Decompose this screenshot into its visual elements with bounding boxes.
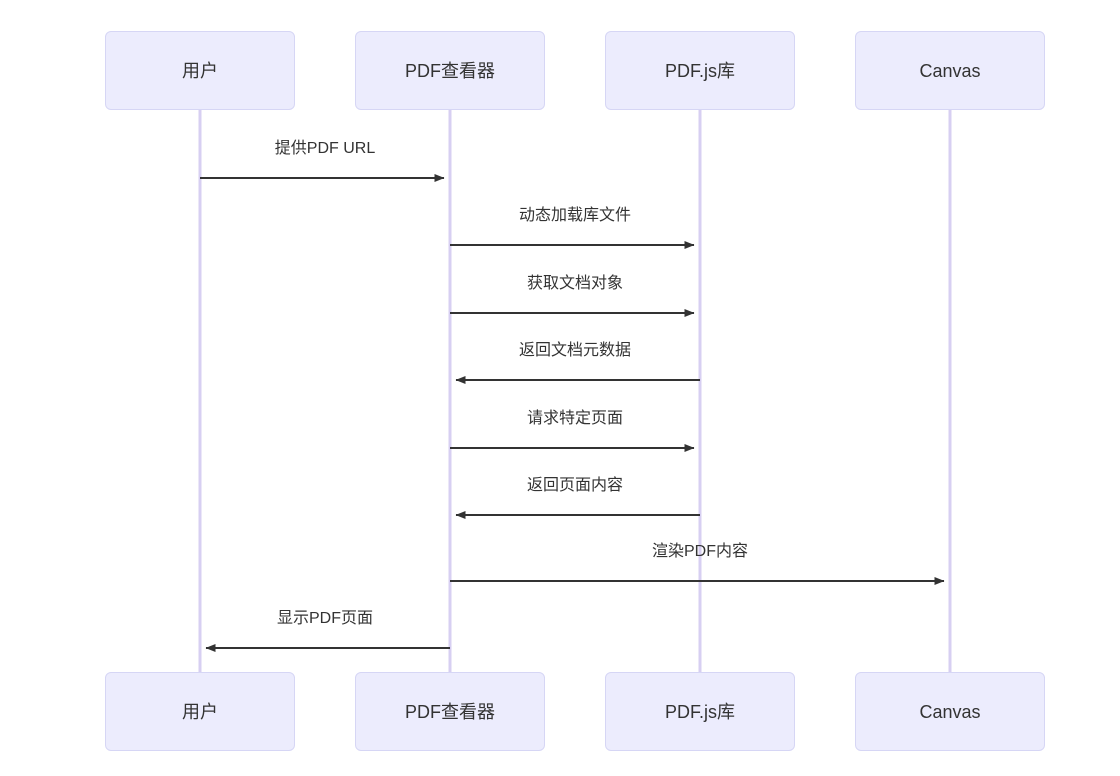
- participant-label: PDF查看器: [405, 701, 495, 722]
- participant-box-top-pdfjs[interactable]: PDF.js库: [605, 31, 795, 110]
- message-label-4: 返回文档元数据: [518, 342, 632, 359]
- participant-box-bottom-viewer[interactable]: PDF查看器: [355, 672, 545, 751]
- participant-box-bottom-canvas[interactable]: Canvas: [855, 672, 1045, 751]
- message-arrows: [200, 174, 945, 652]
- message-label-7: 渲染PDF内容: [651, 543, 749, 560]
- participant-label: Canvas: [919, 60, 981, 81]
- participant-label: PDF查看器: [405, 60, 495, 81]
- message-label-1: 提供PDF URL: [274, 140, 376, 157]
- participant-label: PDF.js库: [664, 60, 735, 81]
- lifelines: [198, 110, 952, 672]
- participant-label: Canvas: [919, 701, 981, 722]
- participant-box-bottom-user[interactable]: 用户: [105, 672, 295, 751]
- participant-box-top-viewer[interactable]: PDF查看器: [355, 31, 545, 110]
- message-label-6: 返回页面内容: [526, 477, 624, 494]
- participant-box-bottom-pdfjs[interactable]: PDF.js库: [605, 672, 795, 751]
- message-label-2: 动态加载库文件: [518, 207, 632, 224]
- participant-label: 用户: [182, 701, 218, 722]
- participant-box-top-user[interactable]: 用户: [105, 31, 295, 110]
- participant-box-top-canvas[interactable]: Canvas: [855, 31, 1045, 110]
- message-label-3: 获取文档对象: [526, 275, 624, 292]
- participant-label: 用户: [182, 60, 218, 81]
- message-label-8: 显示PDF页面: [276, 610, 374, 627]
- message-label-5: 请求特定页面: [526, 410, 624, 427]
- participant-label: PDF.js库: [664, 701, 735, 722]
